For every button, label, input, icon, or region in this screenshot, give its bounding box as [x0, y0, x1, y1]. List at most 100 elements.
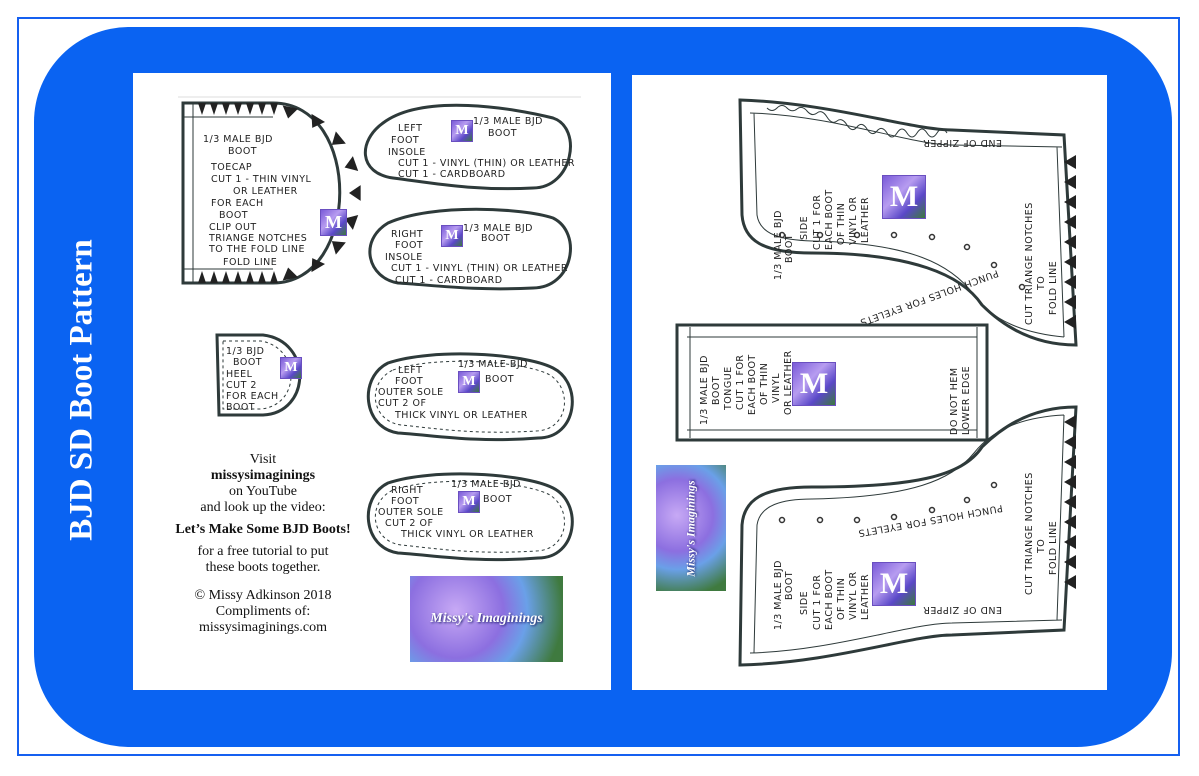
svg-text:FOOT: FOOT [395, 240, 423, 251]
logo-watermark: M [882, 175, 926, 219]
outer-frame [17, 17, 1180, 756]
notch-triangle [198, 271, 206, 283]
svg-text:BOOT: BOOT [228, 146, 257, 157]
svg-text:FOOT: FOOT [395, 376, 423, 387]
notch-triangle [1064, 415, 1076, 429]
toecap-text: 1/3 MALE BJD [203, 134, 273, 145]
right-pattern-drawing: 1/3 MALE BJD BOOT SIDE CUT 1 FOR EACH BO… [675, 98, 1078, 667]
svg-text:EACH BOOT: EACH BOOT [824, 569, 835, 630]
svg-text:EACH BOOT: EACH BOOT [824, 189, 835, 250]
svg-text:THICK VINYL OR LEATHER: THICK VINYL OR LEATHER [400, 529, 534, 540]
visit-text: Visit [249, 452, 277, 467]
svg-text:BOOT: BOOT [784, 234, 795, 263]
left-pattern-page: 1/3 MALE BJD BOOT TOECAP CUT 1 - THIN VI… [133, 73, 611, 690]
svg-text:THICK VINYL OR LEATHER: THICK VINYL OR LEATHER [394, 410, 528, 421]
svg-text:CUT 1 FOR: CUT 1 FOR [735, 354, 746, 410]
notch-triangle [1064, 455, 1076, 469]
logo-watermark: M [458, 491, 480, 513]
svg-text:LOWER EDGE: LOWER EDGE [961, 366, 972, 435]
notch-triangle [1064, 215, 1076, 229]
notch-triangle [311, 113, 326, 128]
notch-triangle [234, 271, 242, 283]
svg-text:1/3 MALE BJD: 1/3 MALE BJD [773, 560, 784, 630]
svg-text:CUT 1 - CARDBOARD: CUT 1 - CARDBOARD [395, 275, 503, 286]
svg-text:TO: TO [1036, 539, 1047, 554]
eyelet-hole [778, 231, 786, 239]
eyelet-hole [853, 231, 861, 239]
svg-text:LEATHER: LEATHER [860, 197, 871, 243]
svg-text:1/3 BJD: 1/3 BJD [226, 346, 264, 357]
notch-triangle [1064, 195, 1076, 209]
svg-text:1/3 MALE BJD: 1/3 MALE BJD [463, 223, 533, 234]
svg-text:BOOT: BOOT [488, 128, 517, 139]
notch-triangle [344, 215, 359, 230]
info-block: Visit missysimaginings on YouTube and lo… [163, 452, 363, 636]
right-outer-sole-piece: RIGHT FOOT OUTER SOLE CUT 2 OF THICK VIN… [366, 472, 574, 562]
svg-text:CUT 1 FOR: CUT 1 FOR [812, 194, 823, 250]
eyelet-hole [890, 231, 898, 239]
notch-triangle [210, 271, 218, 283]
svg-text:TOECAP: TOECAP [210, 162, 252, 173]
notch-triangle [1064, 435, 1076, 449]
notch-triangle [1064, 475, 1076, 489]
notch-triangle [331, 241, 346, 255]
notch-triangle [1064, 575, 1076, 589]
svg-text:SIDE: SIDE [799, 591, 810, 615]
svg-text:END OF ZIPPER: END OF ZIPPER [923, 137, 1002, 148]
svg-text:OF THIN: OF THIN [836, 578, 847, 620]
svg-text:TRIANGE NOTCHES: TRIANGE NOTCHES [208, 233, 307, 244]
svg-text:CUT 2 OF: CUT 2 OF [385, 518, 433, 529]
eyelet-hole [928, 506, 936, 514]
notch-triangle [270, 271, 278, 283]
notch-triangle [282, 105, 299, 119]
svg-text:BOOT: BOOT [485, 374, 514, 385]
svg-text:CLIP OUT: CLIP OUT [209, 222, 257, 233]
svg-text:TO THE FOLD LINE: TO THE FOLD LINE [208, 244, 305, 255]
notch-triangle [1064, 175, 1076, 189]
svg-text:CUT 2 OF: CUT 2 OF [378, 398, 426, 409]
tutorial-text: for a free tutorial to put [197, 544, 329, 559]
compliments-text: Compliments of: [215, 604, 311, 619]
notch-triangle [246, 103, 254, 115]
logo-watermark: M [441, 225, 463, 247]
pattern-title: BJD SD Boot Pattern [63, 239, 100, 541]
svg-text:RIGHT: RIGHT [391, 485, 423, 496]
left-outer-sole-piece: LEFT FOOT OUTER SOLE CUT 2 OF THICK VINY… [366, 352, 574, 442]
missys-imaginings-banner: Missy's Imaginings [410, 576, 563, 662]
eyelet-hole [990, 261, 998, 269]
svg-text:OUTER SOLE: OUTER SOLE [378, 387, 444, 398]
logo-watermark: M [451, 120, 473, 142]
right-pattern-page: 1/3 MALE BJD BOOT SIDE CUT 1 FOR EACH BO… [632, 75, 1107, 690]
svg-text:1/3 MALE BJD: 1/3 MALE BJD [773, 210, 784, 280]
eyelet-hole [990, 481, 998, 489]
svg-text:CUT 1 - VINYL (THIN) OR LEATHE: CUT 1 - VINYL (THIN) OR LEATHER [391, 263, 568, 274]
svg-text:FOLD LINE: FOLD LINE [223, 257, 277, 268]
notch-triangle [1064, 255, 1076, 269]
svg-text:FOOT: FOOT [391, 135, 419, 146]
svg-text:HEEL: HEEL [226, 369, 253, 380]
svg-text:BOOT: BOOT [219, 210, 248, 221]
svg-text:SIDE: SIDE [799, 216, 810, 240]
eyelet-hole [853, 516, 861, 524]
svg-text:VINYL OR: VINYL OR [848, 571, 859, 620]
logo-watermark: M [320, 209, 347, 236]
svg-text:CUT 1 FOR: CUT 1 FOR [812, 574, 823, 630]
left-insole-piece: LEFT FOOT INSOLE 1/3 MALE BJD BOOT CUT 1… [364, 103, 574, 191]
right-insole-piece: RIGHT FOOT INSOLE 1/3 MALE BJD BOOT CUT … [368, 207, 572, 291]
notch-triangle [1064, 535, 1076, 549]
channel-name: missysimaginings [210, 468, 316, 483]
svg-text:FOLD LINE: FOLD LINE [1048, 521, 1059, 575]
website-link[interactable]: missysimaginings.com [199, 620, 327, 635]
svg-text:1/3 MALE BJD: 1/3 MALE BJD [451, 479, 521, 490]
notch-triangle [258, 103, 266, 115]
svg-text:1/3 MALE BJD: 1/3 MALE BJD [473, 116, 543, 127]
notch-triangle [349, 185, 361, 201]
svg-text:CUT 1 - CARDBOARD: CUT 1 - CARDBOARD [398, 169, 506, 180]
notch-triangle [311, 258, 326, 273]
notch-triangle [1064, 235, 1076, 249]
logo-watermark: M [458, 371, 480, 393]
svg-text:BOOT: BOOT [483, 494, 512, 505]
boot-side-top-piece: 1/3 MALE BJD BOOT SIDE CUT 1 FOR EACH BO… [738, 98, 1078, 347]
svg-text:BOOT: BOOT [481, 233, 510, 244]
svg-text:1/3 MALE BJD: 1/3 MALE BJD [458, 359, 528, 370]
